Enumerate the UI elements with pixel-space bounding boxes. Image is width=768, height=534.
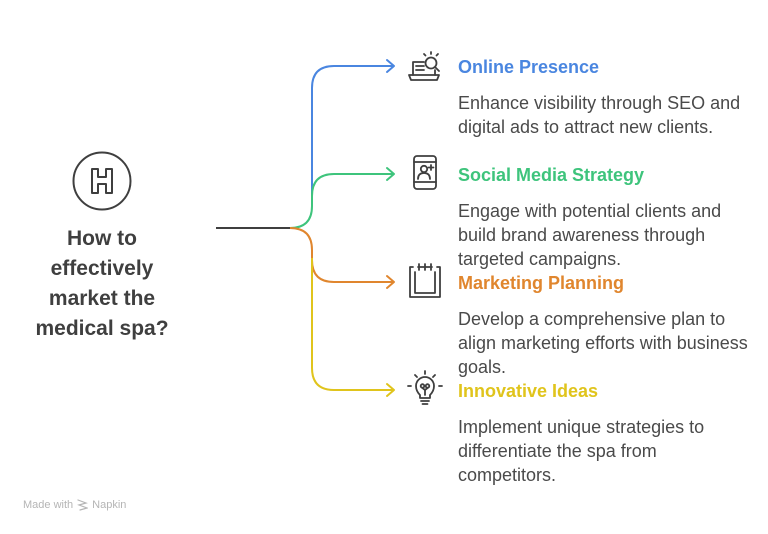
napkin-logo-icon <box>77 499 89 511</box>
branch-title-innovative-ideas: Innovative Ideas <box>458 381 599 401</box>
branch-title-online-presence: Online Presence <box>458 57 600 77</box>
napkin-brand-label: Napkin <box>92 499 127 511</box>
made-with-label: Made with <box>23 499 74 511</box>
calendar-icon <box>409 263 441 298</box>
arrow-marketing-planning <box>386 275 395 289</box>
branch-connector-online-presence <box>311 65 394 200</box>
lightbulb-icon <box>407 370 443 405</box>
footer-watermark: Made with Napkin <box>23 499 126 511</box>
arrow-social-media <box>386 167 395 181</box>
arrow-innovative-ideas <box>386 383 395 397</box>
branch-description-innovative-ideas: Implement unique strategies to different… <box>458 417 705 485</box>
branch-title-marketing-planning: Marketing Planning <box>458 273 625 293</box>
branch-connector-marketing-planning <box>289 227 394 283</box>
branch-description-social-media-strategy: Engage with potential clients and build … <box>458 201 722 269</box>
branch-connector-innovative-ideas <box>311 258 394 391</box>
central-question: How to effectively market the medical sp… <box>35 227 169 340</box>
branch-description-online-presence: Enhance visibility through SEO and digit… <box>458 93 741 137</box>
branch-connector-social-media <box>289 173 394 229</box>
branch-description-marketing-planning: Develop a comprehensive plan to align ma… <box>458 309 748 377</box>
phone-add-user-icon <box>413 155 437 190</box>
arrow-online-presence <box>386 59 395 73</box>
hospital-h-icon <box>72 151 132 211</box>
laptop-search-icon <box>408 51 440 81</box>
branch-title-social-media-strategy: Social Media Strategy <box>458 165 645 185</box>
